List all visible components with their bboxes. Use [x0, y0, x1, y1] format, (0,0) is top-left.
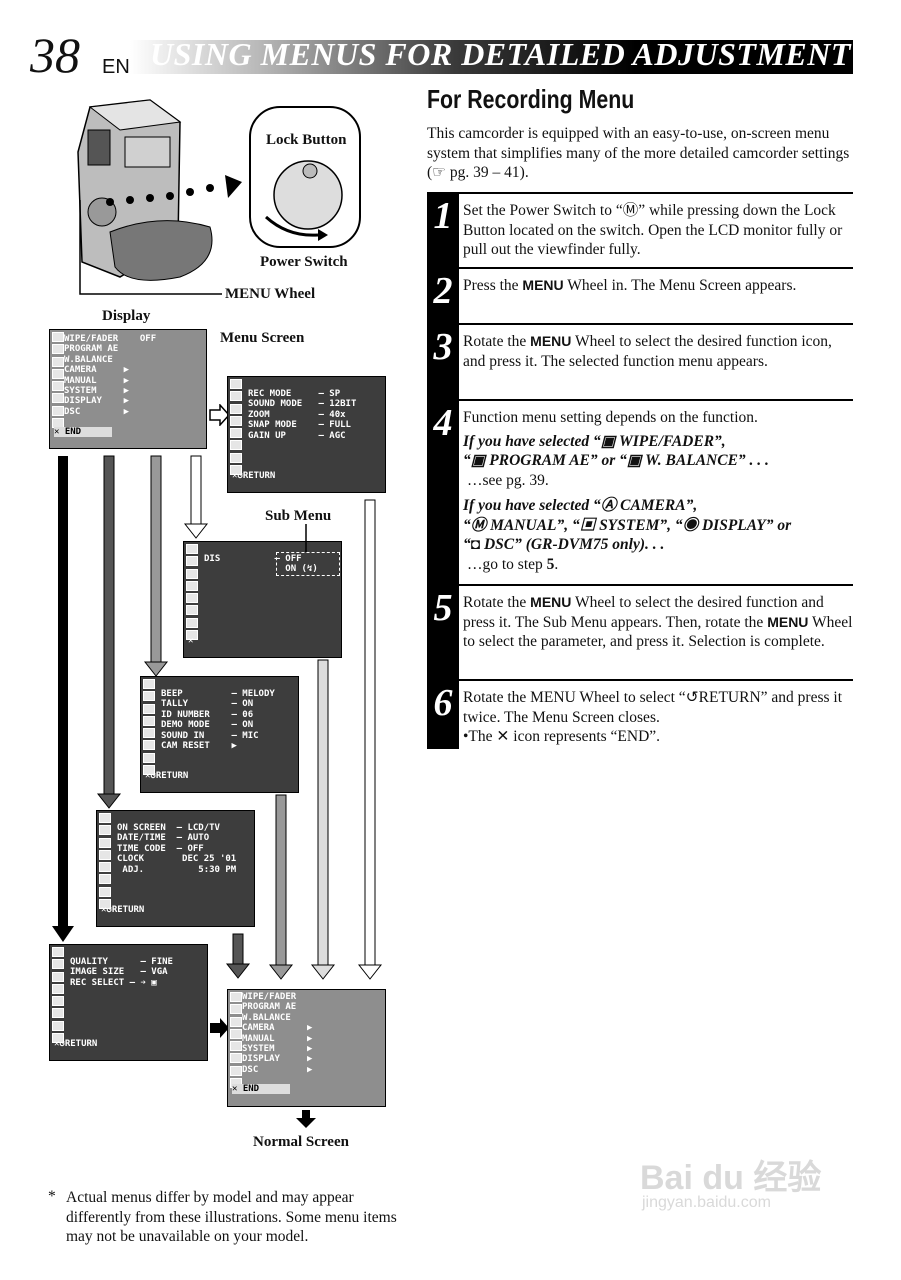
sub-menu-text: DIS – OFF ON (↯) [204, 554, 318, 575]
end-x-icon: ✕ [188, 636, 194, 646]
step-text: Rotate the MENU Wheel to select the desi… [463, 594, 853, 650]
power-switch-label: Power Switch [260, 254, 348, 270]
right-arrow-icon [209, 404, 230, 426]
step-4: 4 Function menu setting depends on the f… [427, 399, 853, 585]
step-6: 6 Rotate the MENU Wheel to select “↺RETU… [427, 679, 853, 749]
dsc-menu-screen: QUALITY – FINE IMAGE SIZE – VGA REC SELE… [49, 944, 208, 1061]
step-text: Set the Power Switch to “Ⓜ” while pressi… [463, 202, 843, 258]
step-3: 3 Rotate the MENU Wheel to select the de… [427, 323, 853, 400]
lock-button-callout [249, 106, 361, 248]
footnote: Actual menus differ by model and may app… [66, 1189, 397, 1245]
final-end-item: ✕ END [232, 1084, 290, 1094]
section-title: For Recording Menu [427, 84, 635, 114]
menu-icon-column [230, 992, 242, 1090]
page-title: USING MENUS FOR DETAILED ADJUSTMENT [150, 36, 851, 72]
step-text: Rotate the MENU Wheel to select the desi… [463, 333, 832, 370]
step-1: 1 Set the Power Switch to “Ⓜ” while pres… [427, 192, 853, 268]
return-item: ✕↺RETURN [145, 771, 189, 781]
camera-menu-text: REC MODE – SP SOUND MODE – 12BIT ZOOM – … [248, 389, 357, 441]
menu-icon-column [143, 679, 155, 777]
right-arrow-icon [210, 1018, 229, 1038]
menu-icon-column [52, 947, 64, 1045]
display-menu-text: ON SCREEN – LCD/TV DATE/TIME – AUTO TIME… [117, 823, 237, 875]
step-number: 3 [427, 325, 459, 400]
menu-icon-column [52, 332, 64, 430]
menu-screen-label: Menu Screen [220, 330, 305, 346]
flow-arrows [52, 455, 383, 980]
step-text: Rotate the MENU Wheel to select “↺RETURN… [463, 689, 843, 745]
menu-icon-column [186, 544, 198, 642]
page-number: 38 [30, 27, 80, 83]
step-text: Function menu setting depends on the fun… [463, 409, 792, 573]
system-menu-screen: BEEP – MELODY TALLY – ON ID NUMBER – 06 … [140, 676, 299, 793]
step-number: 5 [427, 586, 459, 680]
system-menu-text: BEEP – MELODY TALLY – ON ID NUMBER – 06 … [161, 689, 275, 752]
menu-wheel-label: MENU Wheel [225, 286, 316, 302]
return-item: ✕↺RETURN [232, 471, 276, 481]
header-bar [130, 40, 853, 74]
return-item: ✕↺RETURN [101, 905, 145, 915]
step-5: 5 Rotate the MENU Wheel to select the de… [427, 584, 853, 680]
menu-icon-column [230, 379, 242, 477]
step-number: 4 [427, 401, 459, 585]
step-number: 2 [427, 269, 459, 324]
menu-wheel-leader [79, 200, 222, 295]
normal-screen-label: Normal Screen [253, 1134, 349, 1150]
step-text: Press the MENU Wheel in. The Menu Screen… [463, 277, 797, 294]
final-menu-text: WIPE/FADER PROGRAM AE W.BALANCE CAMERA ▶… [242, 992, 313, 1075]
lock-button-label: Lock Button [266, 132, 347, 148]
final-menu-screen: WIPE/FADER PROGRAM AE W.BALANCE CAMERA ▶… [227, 989, 386, 1107]
menu-icon-column [99, 813, 111, 911]
sub-menu-highlight [276, 552, 340, 576]
camcorder-illustration [77, 99, 213, 281]
main-end-item: ✕ END [54, 427, 112, 437]
dsc-menu-text: QUALITY – FINE IMAGE SIZE – VGA REC SELE… [70, 957, 173, 988]
step-number: 6 [427, 681, 459, 749]
sub-menu-label: Sub Menu [265, 508, 332, 524]
display-menu-screen: ON SCREEN – LCD/TV DATE/TIME – AUTO TIME… [96, 810, 255, 927]
footnote-marker: * [48, 1188, 56, 1205]
intro-text: This camcorder is equipped with an easy-… [427, 125, 850, 181]
main-menu-screen: WIPE/FADER OFF PROGRAM AE W.BALANCE CAME… [49, 329, 207, 449]
camera-menu-screen: REC MODE – SP SOUND MODE – 12BIT ZOOM – … [227, 376, 386, 493]
display-label: Display [102, 308, 151, 324]
page-suffix: EN [102, 56, 130, 78]
watermark-url: jingyan.baidu.com [642, 1194, 771, 1211]
sub-menu-leader [305, 524, 307, 552]
main-menu-text: WIPE/FADER OFF PROGRAM AE W.BALANCE CAME… [64, 334, 157, 417]
dotted-pointer [106, 175, 242, 206]
return-item: ✕↺RETURN [54, 1039, 98, 1049]
down-arrow-icon [296, 1110, 316, 1128]
step-number: 1 [427, 194, 459, 268]
sub-menu-screen: DIS – OFF ON (↯) ✕ [183, 541, 342, 658]
watermark-logo: Bai du 经验 [640, 1159, 822, 1197]
step-2: 2 Press the MENU Wheel in. The Menu Scre… [427, 267, 853, 324]
